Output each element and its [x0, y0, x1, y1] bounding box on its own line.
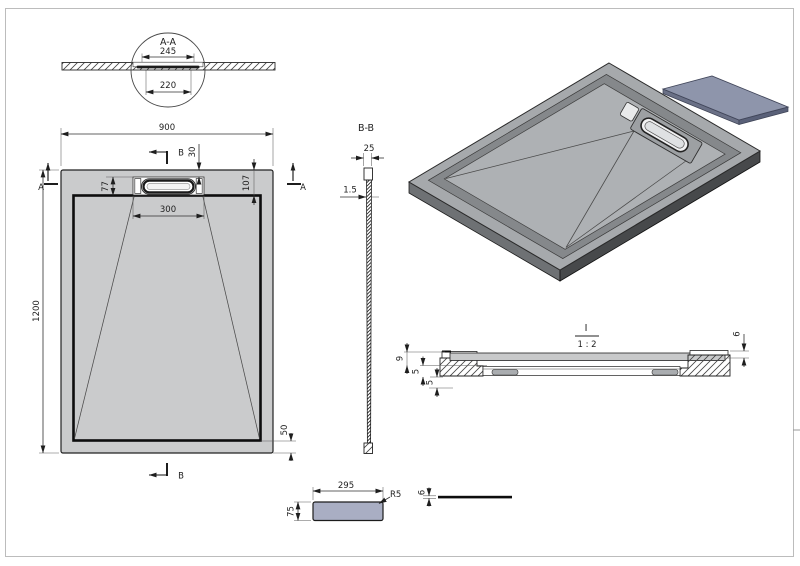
cover-side-profile	[438, 495, 512, 499]
iso-slope-2	[565, 130, 635, 248]
dim-6-rim: 6	[733, 331, 743, 336]
detail-a-a: A-A 245 220	[61, 32, 276, 108]
iso-slope-3	[565, 157, 691, 248]
page-border	[5, 8, 794, 557]
profile-foot	[363, 442, 373, 454]
dim-5a: 5	[412, 369, 422, 374]
dim-30: 30	[188, 147, 198, 158]
dim-1-5: 1.5	[343, 186, 357, 196]
cover-top	[661, 75, 790, 121]
section-mark-b-bottom: B	[148, 463, 184, 482]
section-mark-a-right: A	[287, 162, 306, 193]
dim-r5: R5	[390, 490, 401, 500]
right-block	[679, 354, 731, 377]
dim-25: 25	[364, 144, 375, 154]
detail-i-title: I	[585, 323, 588, 334]
dim-107: 107	[242, 175, 252, 191]
dim-245: 245	[160, 47, 176, 57]
section-b-b: B-B 25 1.5	[340, 123, 384, 454]
section-mark-a-left: A	[38, 162, 58, 193]
dim-50: 50	[280, 425, 290, 436]
dim-900: 900	[159, 123, 175, 133]
dim-295: 295	[338, 481, 354, 491]
cover-side-view: 6	[418, 487, 512, 507]
slope-line-right	[202, 196, 260, 439]
iso-slope-1	[445, 130, 635, 179]
bottom-strip	[482, 366, 681, 376]
iso-view	[408, 62, 790, 282]
iso-drain-cover-inner	[644, 121, 685, 149]
section-label-b: B	[178, 149, 184, 159]
section-bb-title: B-B	[358, 123, 374, 134]
cover-plan-view: 295 R5 75	[287, 481, 401, 522]
drain-cover-section	[136, 65, 200, 69]
plan-view: 900 1200 77 30 107 300 50 A	[32, 123, 306, 482]
section-label-a: A	[38, 183, 44, 193]
drain-trap-right	[651, 369, 679, 376]
iso-cover-plate	[661, 75, 790, 126]
dim-6-thickness: 6	[418, 490, 428, 495]
dim-75: 75	[287, 506, 297, 517]
slope-line-left	[74, 196, 135, 439]
dim-9: 9	[396, 356, 406, 361]
detail-i: I 1 : 2 9 5 5 6	[396, 323, 749, 397]
detail-circle	[130, 32, 206, 108]
profile-top	[363, 167, 373, 181]
iso-drain	[619, 102, 703, 164]
dim-300: 300	[160, 205, 176, 215]
right-lip	[689, 350, 729, 356]
profile-wall	[366, 179, 372, 444]
drain-trap-left	[491, 369, 519, 376]
floor-slab	[449, 352, 726, 361]
dim-77: 77	[101, 181, 111, 192]
drain-end-cap-left	[134, 178, 142, 194]
section-label-a: A	[300, 183, 306, 193]
detail-aa-title: A-A	[160, 37, 177, 48]
iso-drain-tab	[619, 102, 639, 122]
section-label-b: B	[178, 472, 184, 482]
dim-5b: 5	[426, 380, 436, 385]
dim-1200: 1200	[32, 300, 42, 322]
drain-cover-inner	[146, 183, 191, 190]
dim-220: 220	[160, 81, 176, 91]
tray-outline	[60, 169, 274, 454]
drain-recess	[132, 176, 205, 196]
detail-i-scale: 1 : 2	[577, 340, 596, 350]
floor-area	[72, 194, 262, 442]
section-mark-b-top: B	[148, 149, 184, 164]
cover-plan-rect	[312, 501, 384, 522]
